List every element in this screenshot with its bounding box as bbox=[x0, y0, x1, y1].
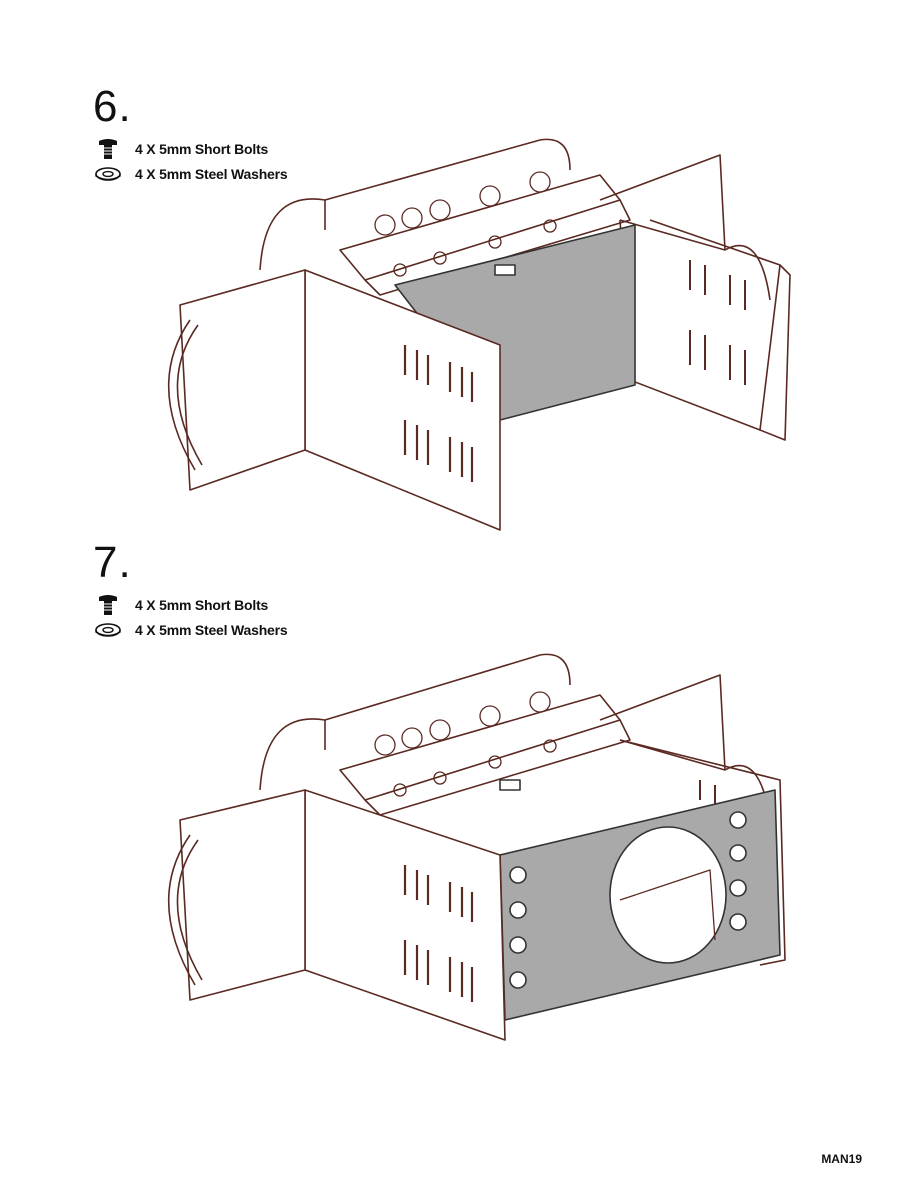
bolt-icon bbox=[93, 138, 123, 160]
step-7-part-bolts: 4 X 5mm Short Bolts bbox=[93, 594, 268, 616]
washer-icon bbox=[93, 163, 123, 185]
step-6-part-washers-label: 4 X 5mm Steel Washers bbox=[135, 166, 288, 182]
step-7-assembly-illustration bbox=[167, 653, 786, 1041]
step-6-assembly-illustration bbox=[167, 138, 791, 531]
step-7-part-washers-label: 4 X 5mm Steel Washers bbox=[135, 622, 288, 638]
page-code: MAN19 bbox=[821, 1152, 862, 1166]
step-6-number: 6. bbox=[93, 82, 132, 131]
step-6-part-bolts-label: 4 X 5mm Short Bolts bbox=[135, 141, 269, 157]
step-7-number: 7. bbox=[93, 538, 132, 587]
step-6-part-bolts: 4 X 5mm Short Bolts bbox=[93, 138, 268, 160]
bolt-icon bbox=[93, 594, 123, 616]
step-7-part-bolts-label: 4 X 5mm Short Bolts bbox=[135, 597, 269, 613]
step-6-part-washers: 4 X 5mm Steel Washers bbox=[93, 163, 288, 185]
washer-icon bbox=[93, 619, 123, 641]
step-7-part-washers: 4 X 5mm Steel Washers bbox=[93, 619, 288, 641]
